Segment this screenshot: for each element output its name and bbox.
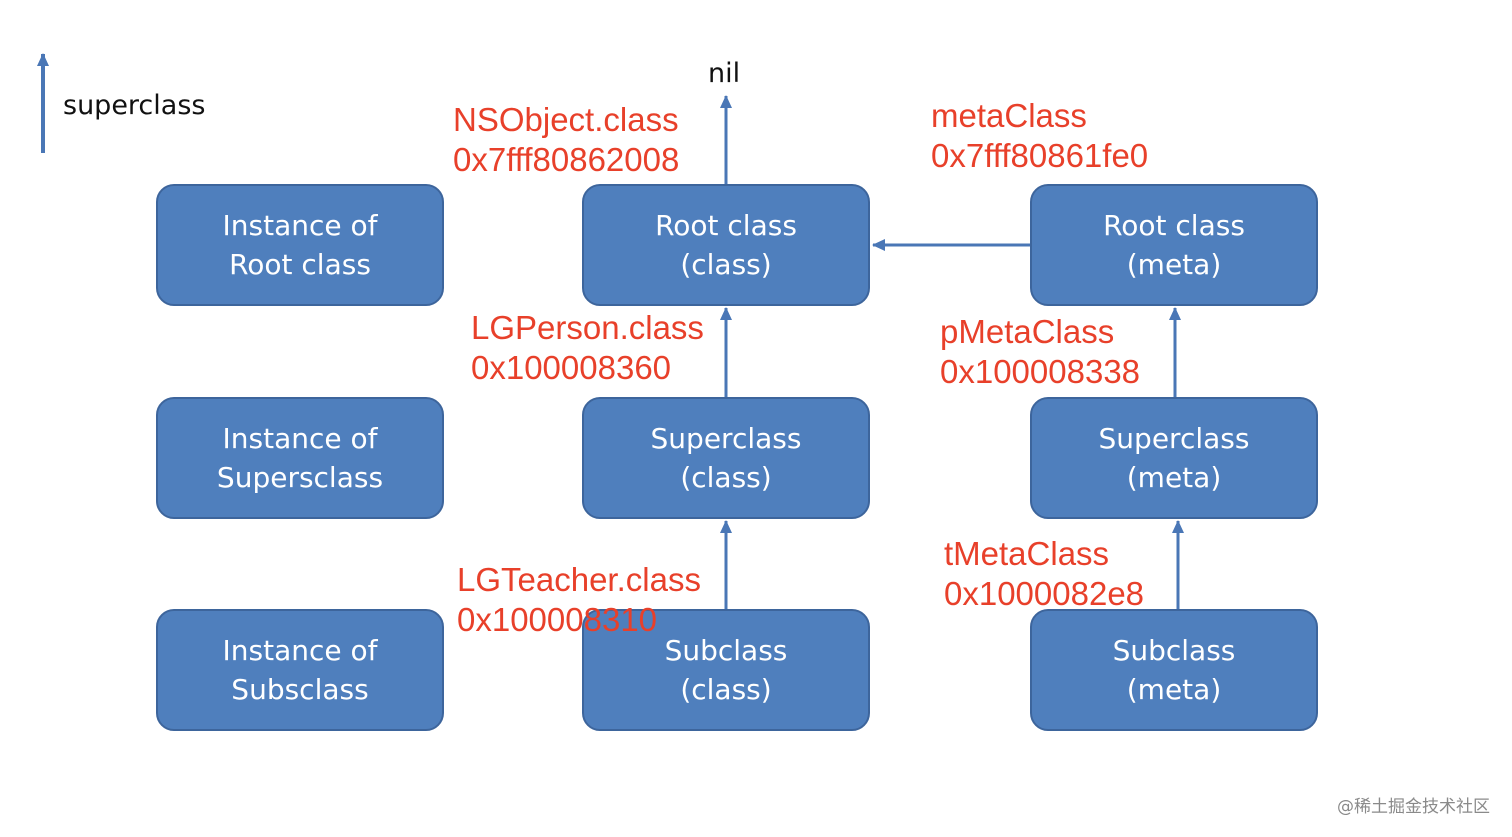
- node-line-2: (class): [680, 461, 772, 494]
- node-line-1: Instance of: [222, 209, 378, 242]
- node-line-1: Subclass: [664, 634, 788, 667]
- node-line-2: (meta): [1126, 248, 1222, 281]
- node-line-2: (meta): [1126, 461, 1222, 494]
- node-line-2: Root class: [229, 248, 371, 281]
- annotation-address: 0x100008310: [457, 601, 658, 638]
- node-line-2: Supersclass: [216, 461, 384, 494]
- annotation-name: LGPerson.class: [471, 309, 704, 346]
- annotation-name: tMetaClass: [944, 535, 1110, 572]
- annotation-name: pMetaClass: [940, 313, 1115, 350]
- node-line-1: Instance of: [222, 422, 378, 455]
- node-line-2: (class): [680, 248, 772, 281]
- annotation-lgperson-class: LGPerson.class 0x100008360: [471, 308, 704, 388]
- node-line-2: (meta): [1126, 673, 1222, 706]
- nil-label: nil: [708, 58, 741, 89]
- annotation-metaclass: metaClass 0x7fff80861fe0: [931, 96, 1148, 176]
- node-subclass-class: Subclass (class): [582, 609, 870, 731]
- annotation-address: 0x7fff80862008: [453, 141, 680, 178]
- annotation-address: 0x100008360: [471, 349, 672, 386]
- node-line-1: Superclass: [1098, 422, 1250, 455]
- node-line-1: Root class: [1103, 209, 1245, 242]
- annotation-pmetaclass: pMetaClass 0x100008338: [940, 312, 1140, 392]
- node-line-1: Superclass: [650, 422, 802, 455]
- legend-superclass-label: superclass: [63, 90, 206, 121]
- node-superclass-class: Superclass (class): [582, 397, 870, 519]
- node-superclass-meta: Superclass (meta): [1030, 397, 1318, 519]
- node-root-class-class: Root class (class): [582, 184, 870, 306]
- annotation-address: 0x7fff80861fe0: [931, 137, 1149, 174]
- node-instance-of-root-class: Instance of Root class: [156, 184, 444, 306]
- node-line-2: (class): [680, 673, 772, 706]
- annotation-name: metaClass: [931, 97, 1087, 134]
- annotation-name: NSObject.class: [453, 101, 679, 138]
- node-line-1: Subclass: [1112, 634, 1236, 667]
- annotation-name: LGTeacher.class: [457, 561, 701, 598]
- annotation-address: 0x100008338: [940, 353, 1141, 390]
- node-instance-of-subclass: Instance of Subsclass: [156, 609, 444, 731]
- watermark-text: @稀土掘金技术社区: [1337, 797, 1490, 817]
- node-line-1: Instance of: [222, 634, 378, 667]
- node-root-class-meta: Root class (meta): [1030, 184, 1318, 306]
- annotation-nsobject-class: NSObject.class 0x7fff80862008: [453, 100, 679, 180]
- node-subclass-meta: Subclass (meta): [1030, 609, 1318, 731]
- annotation-lgteacher-class: LGTeacher.class 0x100008310: [457, 560, 701, 640]
- node-line-2: Subsclass: [231, 673, 369, 706]
- node-line-1: Root class: [655, 209, 797, 242]
- annotation-address: 0x1000082e8: [944, 575, 1145, 612]
- node-instance-of-superclass: Instance of Supersclass: [156, 397, 444, 519]
- annotation-tmetaclass: tMetaClass 0x1000082e8: [944, 534, 1144, 614]
